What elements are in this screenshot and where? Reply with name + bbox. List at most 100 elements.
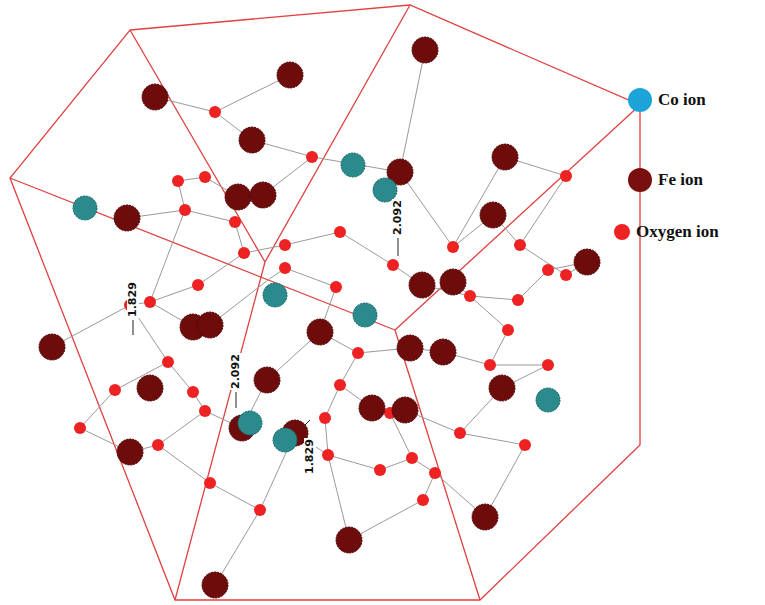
fe-ion: [412, 37, 438, 63]
oxygen-ion: [387, 259, 399, 271]
oxygen-ion: [447, 241, 459, 253]
fe-ion: [307, 319, 333, 345]
legend-swatch: [628, 168, 652, 192]
fe-ion: [397, 335, 423, 361]
fe-ion: [430, 339, 456, 365]
oxygen-ion: [454, 427, 466, 439]
cell-edge: [10, 178, 395, 330]
bond: [168, 332, 372, 428]
leader-line: [133, 320, 134, 335]
oxygen-ion: [502, 324, 514, 336]
fe-ion: [489, 375, 515, 401]
oxygen-ion: [209, 106, 221, 118]
oxygen-ion: [352, 347, 364, 359]
bond-length: 2.092: [230, 353, 242, 390]
bond: [158, 445, 260, 585]
oxygen-ion: [334, 379, 346, 391]
cell-edge: [395, 330, 480, 600]
oxygen-ion: [199, 171, 211, 183]
legend-text: Co ion: [658, 90, 706, 110]
bond-length: 1.829: [304, 438, 316, 475]
fe-ion: [574, 249, 600, 275]
oxygen-ion: [144, 296, 156, 308]
cell-edge: [175, 262, 265, 600]
bond-length: 1.829: [127, 281, 139, 318]
co-ion: [536, 388, 560, 412]
fe-ion: [472, 504, 498, 530]
co-ion: [263, 283, 287, 307]
bond: [358, 265, 508, 365]
cell-edge: [265, 5, 410, 262]
oxygen-ion: [162, 356, 174, 368]
cell-edge: [130, 30, 265, 262]
oxygen-ions: [74, 106, 572, 516]
oxygen-ion: [152, 439, 164, 451]
legend-swatch: [614, 224, 630, 240]
lattice-bonds: [52, 50, 587, 585]
leader-line: [236, 392, 237, 408]
oxygen-ion: [279, 239, 291, 251]
bond: [52, 305, 168, 452]
bond: [328, 455, 435, 540]
fe-ion: [336, 527, 362, 553]
co-ion: [341, 153, 365, 177]
bond: [178, 181, 393, 265]
cell-outline: [10, 5, 640, 600]
bond: [325, 365, 548, 470]
fe-ion: [239, 127, 265, 153]
oxygen-ion: [484, 359, 496, 371]
oxygen-ion: [187, 386, 199, 398]
bond-length: 2.092: [392, 199, 404, 236]
fe-ion: [359, 395, 385, 421]
fe-ion: [197, 312, 223, 338]
leader-lines: [133, 238, 398, 428]
oxygen-ion: [406, 452, 418, 464]
legend-text: Oxygen ion: [636, 222, 719, 242]
fe-ions: [39, 37, 600, 598]
oxygen-ion: [330, 281, 342, 293]
oxygen-ion: [464, 290, 476, 302]
oxygen-ion: [74, 422, 86, 434]
fe-ion: [225, 184, 251, 210]
oxygen-ion: [204, 477, 216, 489]
bond: [130, 268, 336, 332]
co-ion: [73, 196, 97, 220]
oxygen-ion: [334, 226, 346, 238]
oxygen-ion: [512, 294, 524, 306]
oxygen-ion: [254, 504, 266, 516]
oxygen-ion: [229, 216, 241, 228]
oxygen-ion: [519, 439, 531, 451]
oxygen-ion: [560, 269, 572, 281]
oxygen-ion: [192, 279, 204, 291]
fe-ion: [39, 334, 65, 360]
fe-ion: [254, 367, 280, 393]
oxygen-ion: [172, 175, 184, 187]
oxygen-ion: [514, 239, 526, 251]
oxygen-ion: [542, 359, 554, 371]
legend-text: Fe ion: [658, 170, 703, 190]
oxygen-ion: [417, 494, 429, 506]
fe-ion: [137, 375, 163, 401]
bond: [127, 210, 244, 302]
oxygen-ion: [179, 204, 191, 216]
oxygen-ion: [109, 384, 121, 396]
oxygen-ion: [199, 405, 211, 417]
oxygen-ion: [319, 412, 331, 424]
fe-ion: [250, 182, 276, 208]
legend-swatch: [628, 88, 652, 112]
oxygen-ion: [238, 247, 250, 259]
cell-edge: [395, 105, 640, 330]
unit-cell: [10, 5, 640, 600]
fe-ion: [492, 144, 518, 170]
co-ion: [353, 303, 377, 327]
oxygen-ion: [279, 262, 291, 274]
fe-ion: [202, 572, 228, 598]
co-ion: [273, 428, 297, 452]
oxygen-ion: [560, 170, 572, 182]
bond: [412, 433, 525, 517]
oxygen-ion: [374, 464, 386, 476]
fe-ion: [409, 272, 435, 298]
oxygen-ion: [542, 264, 554, 276]
fe-ion: [277, 62, 303, 88]
